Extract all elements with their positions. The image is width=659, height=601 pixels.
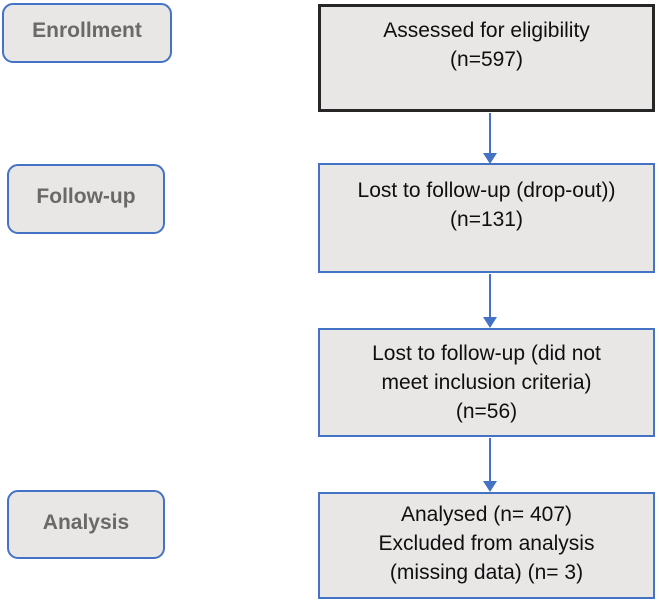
arrow-assessed-to-dropout: [483, 113, 497, 164]
flow-box-line: (n=56): [455, 400, 518, 423]
flow-box-lost-dropout: Lost to follow-up (drop-out)) (n=131): [318, 163, 655, 273]
flow-box-line: Assessed for eligibility: [383, 19, 590, 42]
arrow-line: [489, 438, 491, 481]
stage-label-text: Analysis: [42, 510, 130, 534]
arrow-line: [489, 274, 491, 317]
arrowhead-down-icon: [483, 481, 497, 492]
flow-box-line: (missing data) (n= 3): [389, 561, 584, 584]
flow-box-line: Lost to follow-up (drop-out)): [357, 179, 616, 202]
flow-box-line: Analysed (n= 407): [400, 503, 573, 526]
stage-label-followup: Follow-up: [7, 164, 165, 234]
stage-label-text: Enrollment: [32, 19, 142, 42]
flow-box-analysed: Analysed (n= 407) Excluded from analysis…: [318, 492, 655, 599]
flow-box-line: (n=131): [450, 208, 523, 231]
stage-label-text: Follow-up: [36, 185, 136, 208]
arrow-line: [489, 113, 491, 153]
flow-box-line: (n=597): [450, 48, 523, 71]
stage-label-analysis: Analysis: [7, 490, 165, 559]
flow-box-line: Lost to follow-up (did not: [372, 342, 601, 365]
flow-box-lost-inclusion-criteria: Lost to follow-up (did not meet inclusio…: [318, 328, 655, 437]
arrow-inclusion-to-analysed: [483, 438, 497, 492]
stage-label-enrollment: Enrollment: [2, 3, 172, 63]
flow-box-assessed-for-eligibility: Assessed for eligibility (n=597): [318, 4, 655, 112]
flow-box-line: Excluded from analysis: [378, 532, 595, 555]
arrowhead-down-icon: [483, 317, 497, 328]
flow-box-line: meet inclusion criteria): [381, 371, 592, 394]
arrowhead-down-icon: [483, 153, 497, 164]
arrow-dropout-to-inclusion: [483, 274, 497, 328]
